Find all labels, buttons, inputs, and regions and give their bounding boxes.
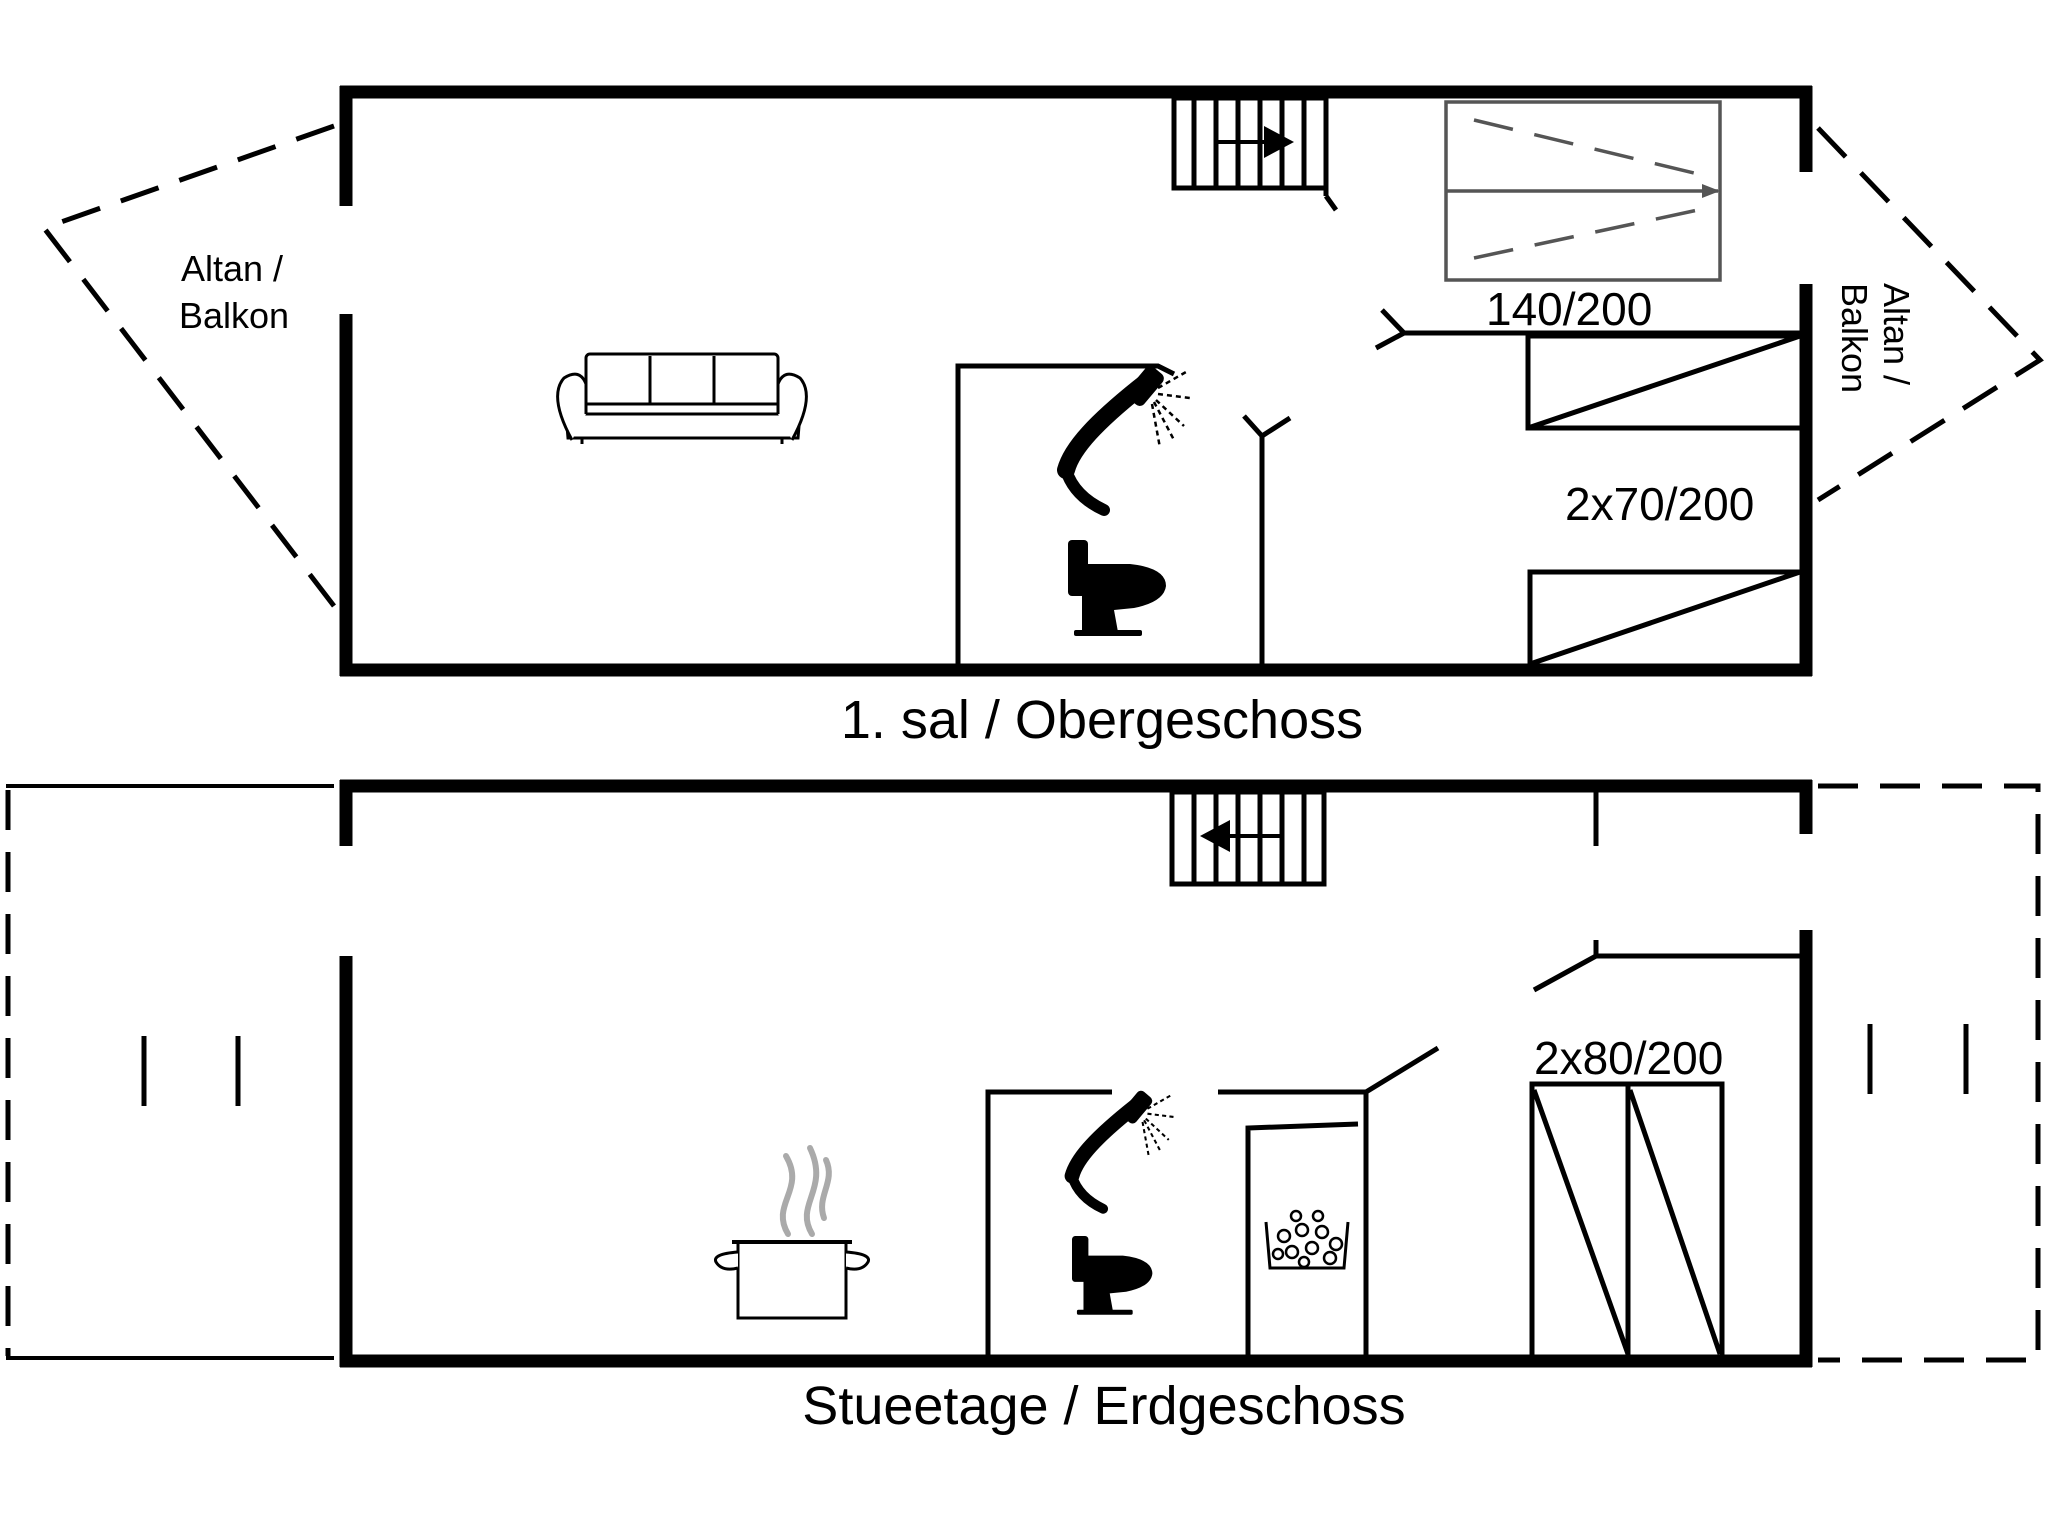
toilet-icon [1072, 1236, 1153, 1315]
bed-label-2x80-200: 2x80/200 [1534, 1032, 1723, 1084]
balcony-right-label-1: Altan / [1876, 283, 1917, 385]
ground-exterior-walls [339, 779, 1813, 1368]
upper-right-balcony: Altan / Balkon [1816, 126, 2044, 503]
balcony-left-label-2: Balkon [179, 295, 289, 336]
upper-wardrobe [1444, 100, 1722, 282]
bed-label-2x70-200: 2x70/200 [1565, 478, 1754, 530]
ground-interior-walls [985, 792, 1800, 1356]
stairs-icon [1171, 95, 1339, 212]
sofa-icon [556, 352, 808, 444]
upper-floor: Altan / Balkon Altan / Balkon [39, 85, 2044, 750]
ground-right-terrace [1818, 783, 2041, 1363]
shower-icon [1066, 364, 1190, 510]
ground-floor-caption: Stueetage / Erdgeschoss [802, 1376, 1405, 1436]
upper-bathroom-walls [955, 363, 1292, 664]
stairs-icon [1169, 789, 1327, 887]
toilet-icon [1068, 540, 1166, 636]
sauna-stones-icon [1264, 1209, 1350, 1270]
upper-exterior-walls [339, 85, 1813, 677]
ground-floor: 2x80/200 [5, 779, 2041, 1436]
upper-floor-caption: 1. sal / Obergeschoss [841, 690, 1363, 750]
upper-left-balcony: Altan / Balkon [39, 123, 336, 608]
upper-single-bed-2 [1527, 569, 1801, 667]
cooking-pot-icon [714, 1145, 870, 1320]
upper-single-bed-1 [1525, 333, 1801, 431]
bed-label-140-200: 140/200 [1486, 283, 1652, 335]
ground-left-terrace [5, 784, 334, 1360]
balcony-left-label-1: Altan / [181, 248, 283, 289]
balcony-right-label-2: Balkon [1834, 283, 1875, 393]
shower-icon [1072, 1089, 1174, 1209]
ground-twin-beds [1529, 1081, 1725, 1356]
upper-bedroom-walls [1374, 308, 1800, 351]
